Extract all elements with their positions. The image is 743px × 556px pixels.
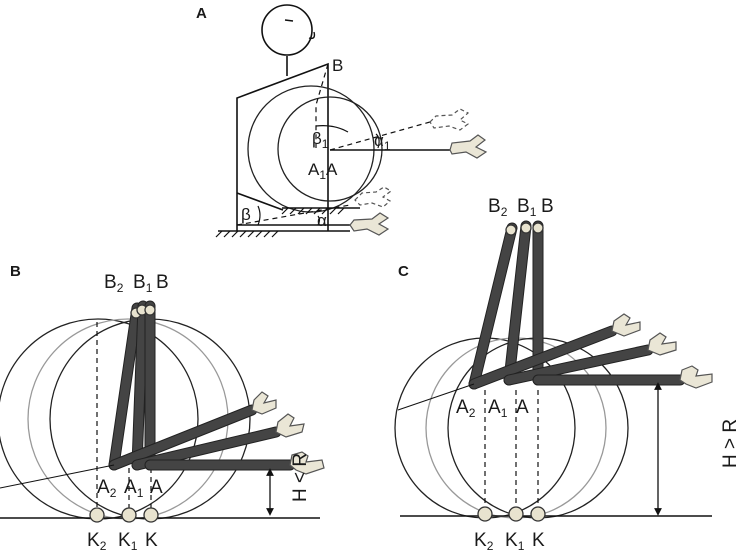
tangent-b-line [0, 464, 115, 489]
label-b-b2: B2 [104, 272, 124, 295]
arm-c-2 [469, 326, 617, 389]
label-b-b1: B1 [133, 272, 153, 295]
hand-icon-c-1 [647, 332, 677, 356]
leg-b-2 [109, 303, 142, 470]
ground-a-hatch [215, 230, 279, 238]
hand-icon-a-lower [349, 212, 390, 236]
angle-arc-alpha [317, 215, 321, 226]
label-b-a: A [150, 477, 163, 498]
knob-b-k2 [89, 507, 105, 523]
hand-icon-a-raised [429, 108, 470, 131]
knob-c-k2 [477, 506, 493, 522]
label-c-a2: A2 [456, 397, 476, 420]
wheel-circle-front [277, 96, 383, 202]
knob-c-top-0 [532, 222, 544, 234]
angle-alpha-label: α [317, 211, 327, 230]
hand-icon-b-1 [275, 413, 305, 438]
head-icon [261, 4, 313, 56]
point-a1-label: A1A [308, 160, 338, 182]
panel-b: B [0, 263, 325, 553]
knob-c-top-2 [505, 224, 517, 236]
point-b-label: B [332, 56, 343, 75]
lower-arm-dashed-line [236, 204, 351, 226]
leg-b-1 [132, 301, 148, 470]
label-b-k1: K1 [118, 530, 138, 553]
angle-beta1-label: β1 [312, 129, 329, 151]
hand-icon-c-2 [611, 313, 641, 337]
label-c-k: K [532, 530, 545, 551]
hand-icon-c-0 [679, 365, 713, 389]
label-b-a1: A1 [124, 477, 144, 500]
tangent-c-line [397, 383, 475, 411]
panel-c: C [394, 196, 741, 553]
leg-c-2 [469, 223, 517, 389]
hand-icon-b-2 [251, 391, 277, 415]
angle-arc-beta1 [315, 125, 349, 133]
label-c-a1: A1 [488, 397, 508, 420]
body-outline [236, 62, 329, 231]
label-b-k2: K2 [87, 530, 107, 553]
label-b-k: K [145, 530, 158, 551]
label-c-a: A [516, 397, 529, 418]
height-label-c: H > R [720, 419, 741, 468]
knob-b-top-0 [144, 304, 156, 316]
knob-c-k [530, 506, 546, 522]
panel-a-label: A [196, 5, 207, 22]
panel-c-label: C [398, 263, 409, 280]
panel-b-label: B [10, 263, 21, 280]
label-c-k1: K1 [505, 530, 525, 553]
wheel-circle-back [247, 85, 375, 213]
hand-icon-a-lower-raised [354, 186, 393, 208]
hand-icon-a-upper [449, 134, 488, 159]
knob-b-k1 [121, 507, 137, 523]
label-c-b2: B2 [488, 196, 508, 219]
knob-c-k1 [508, 506, 524, 522]
body-lower-diagonal [236, 192, 284, 211]
knob-c-top-1 [520, 222, 532, 234]
height-label-b: H < R [290, 453, 311, 502]
label-b-a2: A2 [97, 477, 117, 500]
head-eye [284, 19, 294, 22]
panel-a: A [196, 4, 488, 238]
arm-c-1 [504, 345, 653, 385]
label-c-b1: B1 [517, 196, 537, 219]
hand-icon-b-0 [289, 451, 325, 475]
knob-b-k [143, 507, 159, 523]
angle-arc-alpha1 [375, 133, 380, 149]
angle-beta-label: β [241, 205, 251, 224]
angle-arc-beta [257, 205, 261, 226]
leg-c-1 [504, 221, 531, 385]
angle-alpha1-label: α1 [374, 131, 391, 153]
head-ear [308, 31, 316, 40]
label-b-b: B [156, 272, 169, 293]
arm-b-2 [109, 405, 257, 470]
label-c-b: B [541, 196, 554, 217]
label-c-k2: K2 [474, 530, 494, 553]
